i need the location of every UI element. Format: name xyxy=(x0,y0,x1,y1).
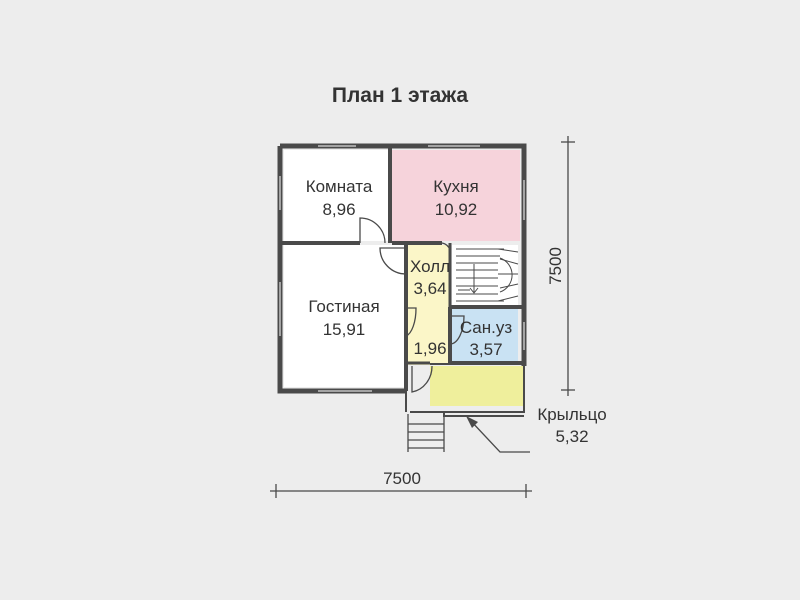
dimension-horizontal xyxy=(270,484,532,498)
dimension-width-label: 7500 xyxy=(383,469,421,488)
room-tambur-area: 1,96 xyxy=(413,339,446,358)
room-sanuzel-area: 3,57 xyxy=(469,340,502,359)
porch-fill xyxy=(430,366,524,406)
porch-name: Крыльцо xyxy=(537,405,606,424)
room-kholl-fill xyxy=(408,245,450,365)
room-komnata-fill xyxy=(284,150,388,241)
room-komnata-area: 8,96 xyxy=(322,200,355,219)
room-kukhnya-fill xyxy=(392,150,520,241)
porch-leader-arrowhead xyxy=(466,416,478,428)
room-sanuzel-name: Сан.уз xyxy=(460,318,513,337)
dimension-height-label: 7500 xyxy=(546,247,565,285)
room-kukhnya-area: 10,92 xyxy=(435,200,478,219)
dimension-vertical xyxy=(561,136,575,396)
room-sanuzel-fill xyxy=(452,309,518,361)
porch-leader xyxy=(469,419,530,453)
room-kholl-area: 3,64 xyxy=(413,279,446,298)
porch-area: 5,32 xyxy=(555,427,588,446)
staircase xyxy=(456,248,519,302)
window-sashes xyxy=(279,145,525,392)
plan-title: План 1 этажа xyxy=(331,84,469,107)
room-komnata-name: Комната xyxy=(306,177,373,196)
stair-fill xyxy=(452,245,518,305)
room-kukhnya-name: Кухня xyxy=(433,177,479,196)
room-kholl-name: Холл xyxy=(410,257,450,276)
room-gostinaya-area: 15,91 xyxy=(323,320,366,339)
room-gostinaya-fill xyxy=(284,245,404,387)
room-gostinaya-name: Гостиная xyxy=(308,297,379,316)
entrance-steps xyxy=(407,414,445,452)
doors xyxy=(359,217,465,393)
